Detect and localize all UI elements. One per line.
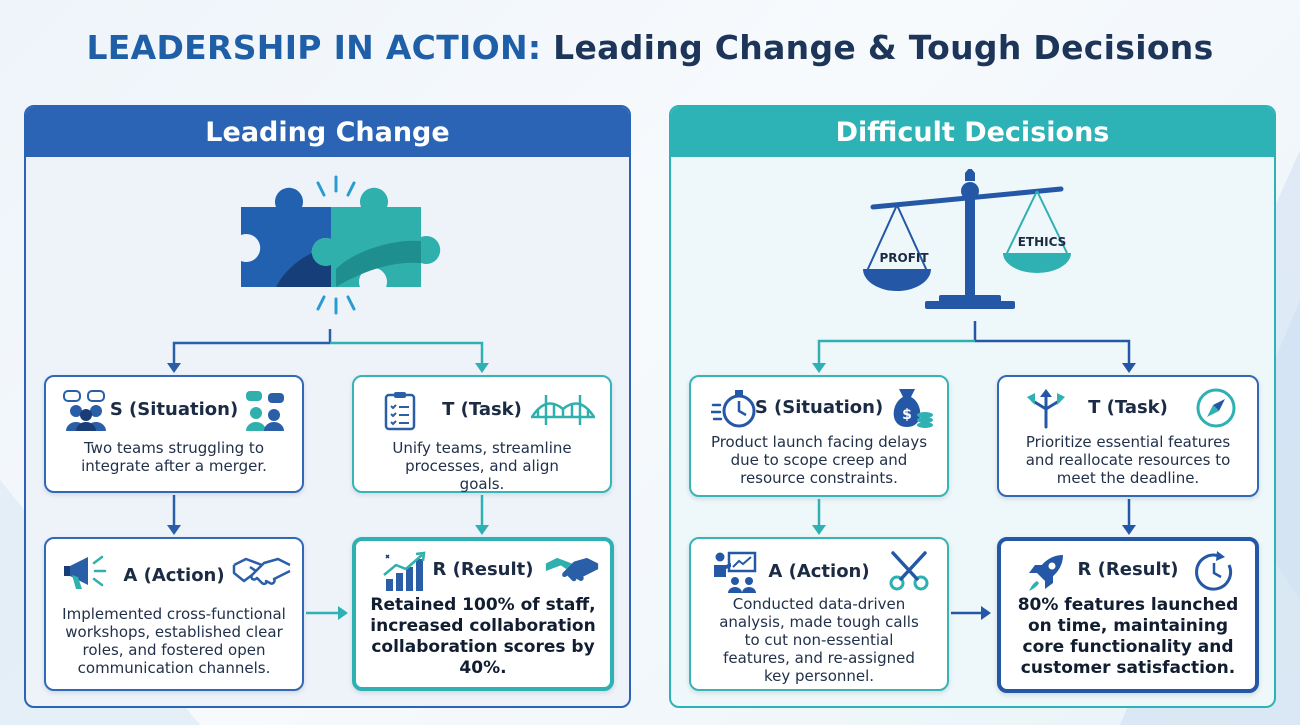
action-label: A (Action): [123, 565, 225, 586]
leading-change-title: Leading Change: [205, 116, 450, 148]
situation-text: Two teams struggling to integrate after …: [81, 439, 267, 475]
puzzle-icon: [241, 175, 441, 315]
situation-label: S (Situation): [754, 397, 884, 418]
difficult-decisions-title: Difficult Decisions: [835, 116, 1110, 148]
bridge-icon: [530, 395, 596, 425]
action-card: A (Action) Implemented cross-functional …: [44, 537, 304, 691]
scissors-icon: [889, 551, 929, 591]
result-card: R (Result) 80% features launched on time…: [997, 537, 1259, 693]
result-text: 80% features launched on time, maintaini…: [1017, 595, 1239, 678]
action-text: Conducted data-driven analysis, made tou…: [719, 595, 919, 685]
task-label: T (Task): [442, 399, 522, 420]
task-card: T (Task) Unify teams, streamline process…: [352, 375, 612, 493]
result-card: R (Result) Retained 100% of staff, incre…: [352, 537, 614, 691]
money-bag-icon: $: [893, 389, 933, 428]
scale-icon: [863, 169, 1071, 309]
compass-icon: [1196, 388, 1236, 428]
result-label: R (Result): [1077, 559, 1179, 580]
title-highlight: LEADERSHIP IN ACTION:: [86, 28, 542, 67]
flow-arrows: [167, 329, 489, 620]
task-text: Prioritize essential features and reallo…: [1025, 433, 1231, 487]
flow-arrows: [812, 321, 1136, 620]
situation-card: $ S (Situation) Product launch facing de…: [689, 375, 949, 497]
growth-chart-icon: [383, 551, 426, 591]
scale-label-profit: PROFIT: [879, 251, 929, 265]
leading-change-header: Leading Change: [26, 107, 629, 157]
people-chat-icon: [63, 390, 106, 431]
action-text: Implemented cross-functional workshops, …: [62, 605, 286, 677]
result-label: R (Result): [432, 559, 534, 580]
handshake-icon: [232, 557, 291, 586]
clock-icon: [1195, 551, 1233, 591]
scale-label-ethics: ETHICS: [1017, 235, 1067, 249]
difficult-decisions-panel: Difficult Decisions PROFIT ETHICS $: [669, 105, 1276, 708]
megaphone-icon: [64, 555, 107, 589]
situation-label: S (Situation): [109, 399, 239, 420]
task-text: Unify teams, streamline processes, and a…: [392, 439, 572, 493]
task-label: T (Task): [1088, 397, 1168, 418]
handshake-icon: [545, 557, 599, 582]
leading-change-panel: Leading Change S (Situation) Two teams s…: [24, 105, 631, 708]
stopwatch-icon: [711, 390, 756, 428]
difficult-decisions-header: Difficult Decisions: [671, 107, 1274, 157]
rocket-icon: [1029, 555, 1063, 591]
title-rest: Leading Change & Tough Decisions: [553, 28, 1214, 67]
split-arrows-icon: [1027, 389, 1065, 429]
svg-text:$: $: [902, 407, 912, 423]
task-card: T (Task) Prioritize essential features a…: [997, 375, 1259, 497]
action-card: A (Action) Conducted data-driven analysi…: [689, 537, 949, 691]
clipboard-icon: [384, 392, 416, 431]
situation-text: Product launch facing delays due to scop…: [710, 433, 928, 487]
page-title: LEADERSHIP IN ACTION: Leading Change & T…: [0, 28, 1300, 67]
presenter-icon: [714, 551, 757, 593]
action-label: A (Action): [768, 561, 870, 582]
people-chat-icon: [246, 391, 284, 431]
result-text: Retained 100% of staff, increased collab…: [370, 595, 596, 678]
situation-card: S (Situation) Two teams struggling to in…: [44, 375, 304, 493]
